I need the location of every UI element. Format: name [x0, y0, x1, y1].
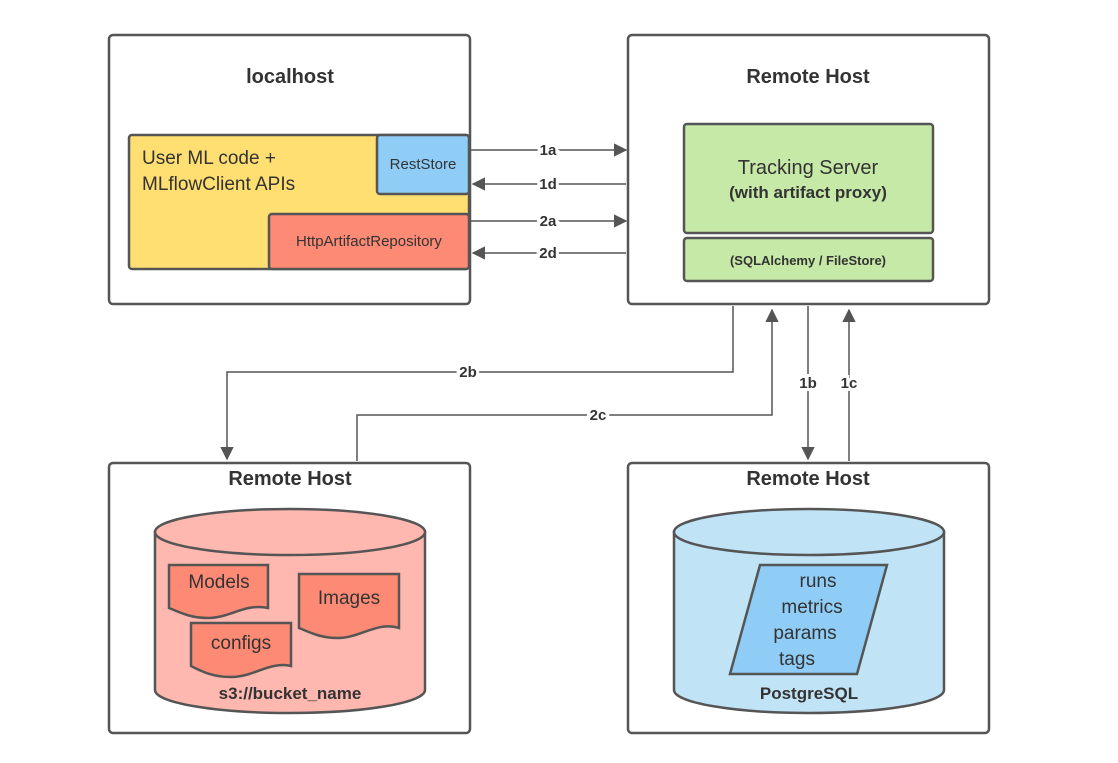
rest-store-label: RestStore	[390, 156, 457, 173]
edge-1a-label: 1a	[540, 142, 557, 159]
postgresql-label: PostgreSQL	[760, 684, 858, 703]
metadata-parallelogram: runs metrics params tags	[728, 563, 889, 676]
edge-2d-label: 2d	[539, 245, 557, 262]
tracking-server-title: Tracking Server	[738, 157, 879, 179]
edge-1b: 1b	[796, 306, 820, 461]
edge-2c: 2c	[356, 308, 779, 461]
http-artifact-repository-block: HttpArtifactRepository	[267, 212, 471, 271]
edge-1d: 1d	[471, 173, 626, 196]
remote-artifact-host-title: Remote Host	[228, 468, 352, 490]
edge-2a: 2a	[471, 210, 628, 233]
s3-bucket-name-label: s3://bucket_name	[219, 684, 362, 703]
backend-store-label: (SQLAlchemy / FileStore)	[730, 253, 886, 268]
tracking-server-subtitle: (with artifact proxy)	[729, 183, 887, 202]
edge-2d: 2d	[471, 242, 626, 265]
models-document-shape: Models	[167, 563, 270, 620]
metrics-label: metrics	[781, 597, 842, 618]
params-label: params	[773, 623, 836, 644]
edge-1b-label: 1b	[799, 375, 817, 392]
s3-artifact-store-cylinder: Models Images configs s3://bucket_name	[153, 507, 427, 715]
user-ml-code-line2: MLflowClient APIs	[142, 174, 295, 195]
user-ml-code-line1: User ML code +	[142, 148, 276, 169]
remote-db-host-title: Remote Host	[746, 468, 870, 490]
edge-1d-label: 1d	[539, 176, 557, 193]
images-label: Images	[318, 588, 380, 609]
postgresql-cylinder: runs metrics params tags PostgreSQL	[672, 507, 946, 715]
edge-2a-label: 2a	[540, 213, 557, 230]
rest-store-block: RestStore	[375, 133, 471, 196]
runs-label: runs	[800, 571, 837, 592]
tags-label: tags	[779, 649, 815, 670]
backend-store-block: (SQLAlchemy / FileStore)	[682, 236, 935, 283]
configs-document-shape: configs	[189, 621, 293, 679]
tracking-server-block: Tracking Server (with artifact proxy)	[682, 122, 935, 235]
http-artifact-repository-label: HttpArtifactRepository	[296, 233, 442, 250]
edge-2b-label: 2b	[459, 364, 477, 381]
remote-tracking-host-title: Remote Host	[746, 66, 870, 88]
edge-1a: 1a	[471, 139, 628, 162]
localhost-title: localhost	[246, 66, 334, 88]
edge-2c-label: 2c	[590, 407, 607, 424]
edge-2b: 2b	[220, 306, 734, 461]
edge-1c-label: 1c	[841, 375, 858, 392]
edge-1c: 1c	[838, 308, 860, 461]
models-label: Models	[188, 572, 249, 593]
configs-label: configs	[211, 633, 271, 654]
images-document-shape: Images	[297, 572, 401, 640]
